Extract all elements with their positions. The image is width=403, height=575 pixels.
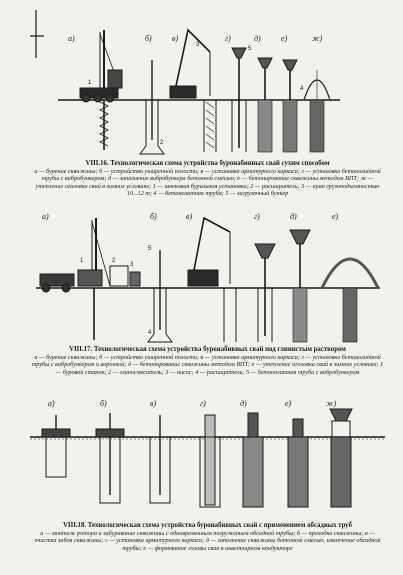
fig17-label-c: в) [186, 212, 193, 221]
fig17-legend: а — бурение скважины; б — устройство уши… [31, 353, 384, 376]
fig17-title: VIII.17. Технологическая схема устройств… [69, 346, 346, 353]
fig17-label-b: б) [150, 212, 157, 221]
fig16-caption: VIII.16. Технологическая схема устройств… [30, 160, 385, 198]
fig17-marker-5: 5 [148, 246, 152, 252]
fig18-label-e: д) [240, 399, 247, 408]
fig17-marker-3: 3 [130, 262, 134, 268]
fig18-label-b: б) [100, 399, 107, 408]
fig16-title: VIII.16. Технологическая схема устройств… [85, 160, 330, 167]
fig16-legend: а — бурение скважины; б — устройство уши… [34, 167, 381, 198]
fig18-label-g: ж) [326, 399, 337, 408]
figure-16: а) б) в) г) д) е) ж) 1 2 3 4 5 VIII.16. … [0, 0, 403, 230]
fig16-marker-1: 1 [88, 80, 92, 86]
fig16-label-d: г) [225, 34, 231, 43]
fig18-title: VIII.18. Технологическая схема устройств… [63, 522, 352, 529]
fig17-marker-1: 1 [80, 258, 84, 264]
fig16-label-g: ж) [312, 34, 323, 43]
fig18-legend: а — монтаж ротора и забуривание скважины… [34, 529, 381, 552]
fig16-marker-2: 2 [160, 140, 164, 146]
fig17-marker-2: 2 [112, 258, 116, 264]
fig17-label-f: е) [332, 212, 339, 221]
figure-18-drawing [30, 408, 385, 508]
fig16-label-c: в) [172, 34, 179, 43]
fig17-label-d: г) [254, 212, 260, 221]
fig18-label-a: а) [48, 399, 55, 408]
fig17-marker-4: 4 [148, 330, 152, 336]
fig16-label-a: а) [68, 34, 75, 43]
figure-17: а) б) в) г) д) е) 1 2 3 4 5 VIII.17. Тех… [0, 200, 403, 400]
fig18-caption: VIII.18. Технологическая схема устройств… [30, 522, 385, 552]
fig16-label-b: б) [145, 34, 152, 43]
fig16-marker-5: 5 [248, 46, 252, 52]
fig16-marker-3: 3 [196, 42, 200, 48]
fig16-marker-4: 4 [300, 86, 304, 92]
fig18-label-c: в) [150, 399, 157, 408]
fig17-label-e: д) [290, 212, 297, 221]
fig17-caption: VIII.17. Технологическая схема устройств… [30, 346, 385, 376]
figure-18: а) б) в) г) д) е) ж) VIII.18. Технологич… [0, 395, 403, 575]
fig18-label-d: г) [200, 399, 206, 408]
figure-16-drawing [30, 10, 340, 155]
fig17-label-a: а) [42, 212, 49, 221]
fig16-label-e: д) [254, 34, 261, 43]
fig16-label-f: е) [281, 34, 288, 43]
fig18-label-f: е) [285, 399, 292, 408]
figure-17-drawing [36, 216, 380, 343]
